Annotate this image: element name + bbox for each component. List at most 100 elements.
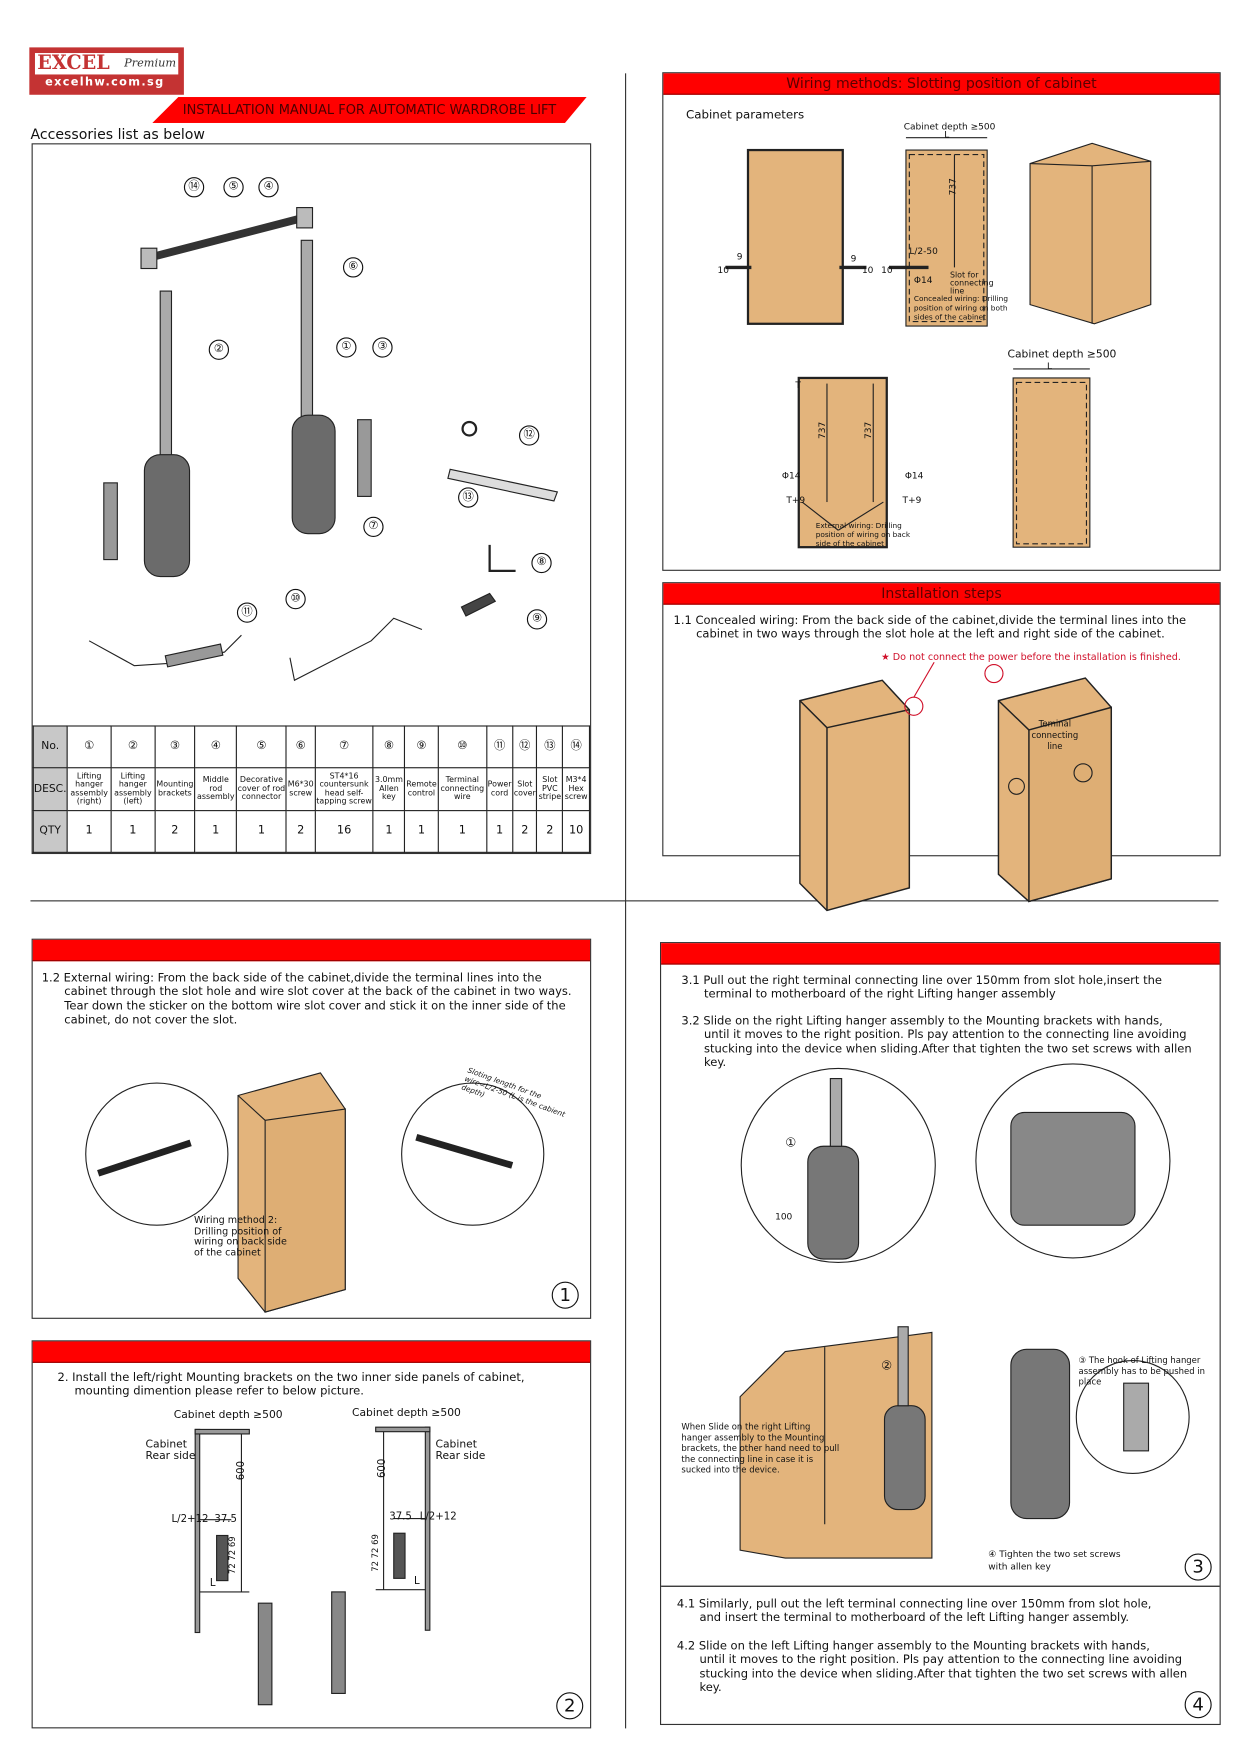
callout: ⑨ bbox=[526, 609, 548, 630]
accessory-no: ④ bbox=[194, 725, 238, 769]
step-3-4-panel: 3.1 Pull out the right terminal connecti… bbox=[659, 942, 1221, 1726]
step-text: and insert the terminal to motherboard o… bbox=[699, 1612, 1130, 1625]
dim-l2-12: L/2+12 bbox=[171, 1514, 209, 1526]
dim-72: 72 72 69 bbox=[226, 1536, 238, 1575]
accessory-desc: Slot cover bbox=[512, 767, 538, 812]
step-text: 1.2 External wiring: From the back side … bbox=[41, 972, 542, 985]
middle-rod bbox=[150, 213, 305, 262]
terminal-label: Teminal connecting line bbox=[1031, 718, 1079, 752]
horizontal-divider bbox=[30, 900, 1219, 902]
method-note: Wiring method 2: Drilling position of wi… bbox=[194, 1215, 287, 1259]
accessory-no: ⑭ bbox=[562, 725, 591, 769]
hanger-installation-illustration bbox=[661, 1063, 1220, 1587]
accessory-qty: 1 bbox=[235, 810, 287, 853]
accessory-qty: 1 bbox=[437, 810, 488, 853]
accessory-qty: 1 bbox=[194, 810, 238, 853]
accessory-qty: 2 bbox=[154, 810, 196, 853]
accessory-no: ⑫ bbox=[512, 725, 538, 769]
callout: ⑦ bbox=[363, 516, 384, 538]
hook-note: ③ The hook of Lifting hanger assembly ha… bbox=[1078, 1354, 1206, 1387]
accessory-qty: 1 bbox=[485, 810, 514, 853]
logo-site: excelhw.com.sg bbox=[45, 76, 165, 90]
dim-600: 600 bbox=[235, 1460, 248, 1481]
step-text: 3.2 Slide on the right Lifting hanger as… bbox=[681, 1015, 1163, 1028]
allen-key bbox=[488, 544, 516, 572]
dim-100: 100 bbox=[775, 1211, 793, 1222]
dim-L: L bbox=[1046, 361, 1053, 372]
step-4-1: 4.1 Similarly, pull out the left termina… bbox=[677, 1599, 1212, 1627]
accessory-no: ② bbox=[110, 725, 156, 769]
dim-737: 737 bbox=[947, 178, 959, 196]
accessory-no: ⑧ bbox=[372, 725, 406, 769]
depth-label: Cabinet depth ≥500 bbox=[1007, 348, 1117, 362]
marker-1: ① bbox=[785, 1134, 797, 1150]
dim-10: 10 bbox=[881, 265, 893, 276]
slot-note: Slot for connecting line bbox=[949, 270, 994, 296]
cabinet-diagrams bbox=[725, 137, 1152, 549]
dim-L: L bbox=[414, 1576, 420, 1588]
depth-label: Cabinet depth ≥500 bbox=[351, 1406, 461, 1420]
accessory-qty: 1 bbox=[404, 810, 439, 853]
step-text: cabinet, do not cover the slot. bbox=[64, 1014, 238, 1027]
callout: ⑥ bbox=[342, 257, 364, 278]
dim-phi14: Φ14 bbox=[913, 275, 933, 286]
bracket bbox=[357, 419, 372, 497]
step-2-panel: 2. Install the left/right Mounting brack… bbox=[31, 1340, 592, 1729]
accessory-no: ① bbox=[66, 725, 112, 769]
title-banner-text: INSTALLATION MANUAL FOR AUTOMATIC WARDRO… bbox=[182, 101, 557, 118]
accessory-desc: Terminal connecting wire bbox=[437, 767, 488, 812]
callout: ④ bbox=[258, 177, 279, 198]
wiring-methods-panel: Wiring methods: Slotting position of cab… bbox=[662, 72, 1221, 571]
hanger-right bbox=[291, 414, 336, 535]
row-label: QTY bbox=[32, 810, 68, 853]
logo-brand: EXCEL bbox=[37, 51, 110, 75]
accessory-qty: 2 bbox=[285, 810, 316, 853]
row-label: No. bbox=[32, 725, 68, 769]
accessory-qty: 16 bbox=[314, 810, 374, 853]
step-text: 3.1 Pull out the right terminal connecti… bbox=[681, 974, 1162, 988]
accessory-no: ⑨ bbox=[404, 725, 439, 769]
external-note: External wiring: Drilling position of wi… bbox=[815, 521, 911, 549]
warning-text: ★ Do not connect the power before the in… bbox=[881, 652, 1181, 664]
installation-steps-panel: Installation steps 1.1 Concealed wiring:… bbox=[662, 582, 1221, 912]
callout: ⑪ bbox=[236, 602, 258, 623]
step-text: cabinet in two ways through the slot hol… bbox=[696, 628, 1165, 642]
step-1-2: 1.2 External wiring: From the back side … bbox=[42, 973, 588, 1028]
panel-header bbox=[661, 943, 1220, 965]
accessory-qty: 10 bbox=[562, 810, 591, 853]
rod-left bbox=[159, 290, 173, 473]
accessory-no: ③ bbox=[154, 725, 196, 769]
dim-9: 9 bbox=[850, 253, 857, 264]
accessory-desc: Lifting hanger assembly (left) bbox=[110, 767, 156, 812]
callout: ⑭ bbox=[183, 177, 205, 198]
callout: ⑬ bbox=[458, 487, 479, 508]
callout: ② bbox=[208, 339, 230, 360]
accessory-qty: 2 bbox=[512, 810, 538, 853]
depth-label: Cabinet depth ≥500 bbox=[903, 121, 996, 132]
callout: ⑩ bbox=[285, 588, 306, 610]
logo-sub: Premium bbox=[124, 57, 177, 70]
callout: ⑧ bbox=[531, 552, 552, 574]
depth-label: Cabinet depth ≥500 bbox=[173, 1409, 283, 1422]
wiring-header: Wiring methods: Slotting position of cab… bbox=[663, 73, 1220, 95]
external-wiring-illustration bbox=[85, 1072, 545, 1313]
pvc-stripe bbox=[447, 468, 559, 502]
dim-9: 9 bbox=[736, 251, 743, 262]
accessory-no: ⑪ bbox=[485, 725, 514, 769]
step-text: terminal to motherboard of the right Lif… bbox=[703, 988, 1056, 1002]
accessory-qty: 1 bbox=[372, 810, 406, 853]
step-2: 2. Install the left/right Mounting brack… bbox=[58, 1372, 588, 1400]
callout: ③ bbox=[372, 337, 393, 358]
accessory-desc: Mounting brackets bbox=[154, 767, 196, 812]
dim-phi14: Φ14 bbox=[781, 470, 801, 481]
installation-header: Installation steps bbox=[663, 583, 1220, 605]
rod-right bbox=[300, 239, 314, 422]
step-text: Tear down the sticker on the bottom wire… bbox=[64, 1000, 566, 1013]
dim-l2-12: L/2+12 bbox=[419, 1511, 457, 1524]
remote bbox=[460, 592, 497, 617]
step-text: until it moves to the right position. Pl… bbox=[699, 1654, 1188, 1695]
accessory-desc: 3.0mm Allen key bbox=[372, 767, 406, 812]
